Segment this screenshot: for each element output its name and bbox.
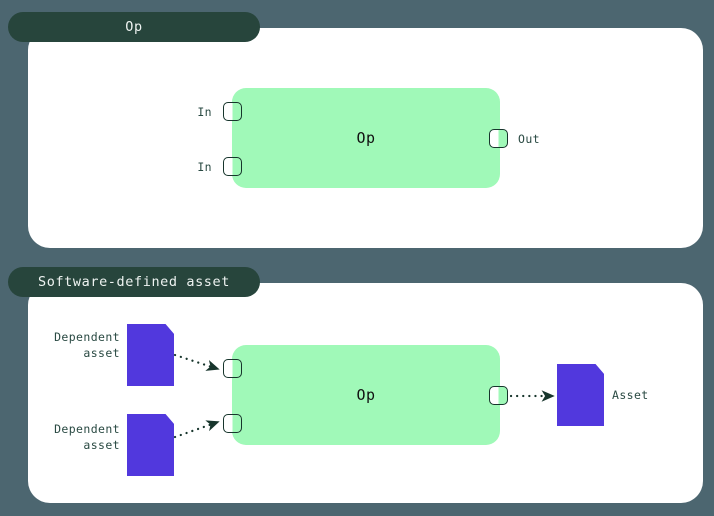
- dependent-asset-2-label-line1: Dependent: [54, 422, 120, 436]
- software-defined-asset-panel-tab[interactable]: Software-defined asset: [8, 267, 260, 297]
- op-node-bottom[interactable]: Op: [232, 345, 500, 445]
- op-input-2-label: In: [197, 160, 212, 174]
- asset-op-input-1-port[interactable]: [223, 359, 242, 378]
- dependent-asset-1-label-line1: Dependent: [54, 330, 120, 344]
- op-node-top-label: Op: [356, 129, 376, 147]
- op-node-bottom-label: Op: [356, 386, 376, 404]
- asset-op-output-port[interactable]: [489, 386, 508, 405]
- asset-document-icon[interactable]: [557, 364, 604, 426]
- dependent-asset-1-label-line2: asset: [83, 346, 120, 360]
- dependent-asset-1-label: Dependent asset: [28, 329, 120, 361]
- op-input-2-port[interactable]: [223, 157, 242, 176]
- asset-label: Asset: [612, 388, 649, 402]
- op-panel-tab[interactable]: Op: [8, 12, 260, 42]
- op-output-port[interactable]: [489, 129, 508, 148]
- dependent-asset-1-document-icon[interactable]: [127, 324, 174, 386]
- op-input-1-port[interactable]: [223, 102, 242, 121]
- op-panel-tab-label: Op: [125, 19, 143, 35]
- op-input-1-label: In: [197, 105, 212, 119]
- dependent-asset-2-label: Dependent asset: [28, 421, 120, 453]
- dependent-asset-2-document-icon[interactable]: [127, 414, 174, 476]
- asset-op-input-2-port[interactable]: [223, 414, 242, 433]
- dependent-asset-2-label-line2: asset: [83, 438, 120, 452]
- op-output-label: Out: [518, 132, 540, 146]
- software-defined-asset-panel-tab-label: Software-defined asset: [37, 274, 230, 290]
- op-node-top[interactable]: Op: [232, 88, 500, 188]
